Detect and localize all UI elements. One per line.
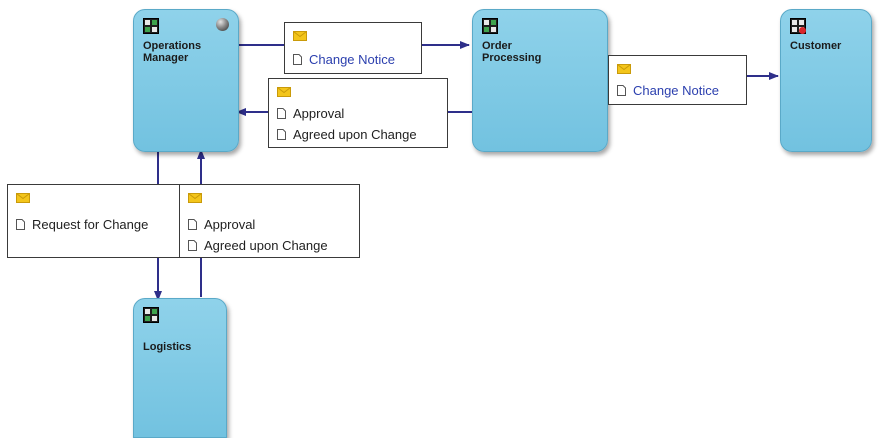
document-icon (277, 108, 286, 119)
message-item: Approval (277, 106, 344, 121)
document-icon (617, 85, 626, 96)
document-icon (16, 219, 25, 230)
document-icon (293, 54, 302, 65)
node-label: Logistics (143, 341, 192, 353)
message-item-label[interactable]: Request for Change (32, 217, 149, 232)
node-logistics[interactable]: Logistics (133, 298, 227, 438)
message-box-ops-to-logistics[interactable]: Request for Change (7, 184, 180, 258)
organization-icon (143, 307, 159, 323)
message-item: Agreed upon Change (188, 238, 328, 253)
envelope-icon (617, 64, 631, 74)
organization-icon (482, 18, 498, 34)
message-item-label[interactable]: Agreed upon Change (204, 238, 328, 253)
envelope-icon (188, 193, 202, 203)
message-item-label[interactable]: Approval (204, 217, 256, 232)
node-customer[interactable]: Customer (780, 9, 872, 152)
globe-icon (216, 18, 229, 31)
external-organization-icon (790, 18, 806, 34)
message-box-logistics-to-ops[interactable]: Approval Agreed upon Change (179, 184, 360, 258)
envelope-icon (277, 87, 291, 97)
message-item-label[interactable]: Approval (293, 106, 345, 121)
organization-icon (143, 18, 159, 34)
message-item-label[interactable]: Agreed upon Change (293, 127, 417, 142)
document-icon (277, 129, 286, 140)
document-icon (188, 219, 197, 230)
message-item-label[interactable]: Change Notice (309, 52, 395, 67)
document-icon (188, 240, 197, 251)
message-box-order-to-ops[interactable]: Approval Agreed upon Change (268, 78, 448, 148)
node-label: Order Processing (482, 40, 542, 64)
message-box-order-to-customer[interactable]: Change Notice (608, 55, 747, 105)
envelope-icon (293, 31, 307, 41)
node-operations-manager[interactable]: Operations Manager (133, 9, 239, 152)
message-item: Request for Change (16, 217, 148, 232)
message-item: Change Notice (617, 83, 719, 98)
node-label: Operations Manager (143, 40, 202, 64)
message-item: Approval (188, 217, 255, 232)
node-order-processing[interactable]: Order Processing (472, 9, 608, 152)
message-item: Change Notice (293, 52, 395, 67)
message-item-label[interactable]: Change Notice (633, 83, 719, 98)
message-item: Agreed upon Change (277, 127, 417, 142)
envelope-icon (16, 193, 30, 203)
node-label: Customer (790, 40, 842, 52)
message-box-ops-to-order[interactable]: Change Notice (284, 22, 422, 74)
